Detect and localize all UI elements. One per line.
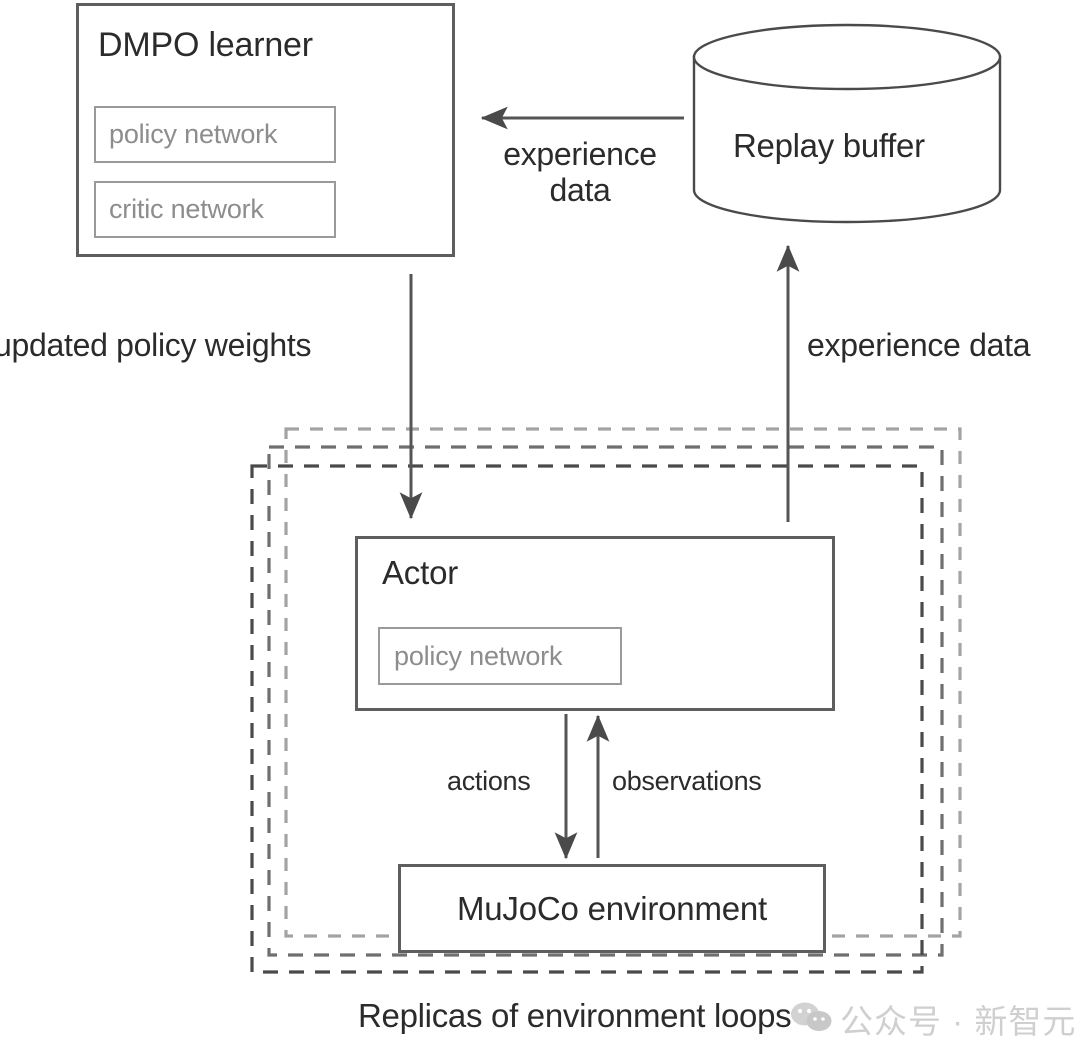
edge-label-experience-data-left: experience data (482, 136, 678, 209)
learner-policy-network-box[interactable]: policy network (94, 106, 336, 163)
learner-policy-network-label: policy network (109, 119, 278, 149)
watermark-text: 公众号 · 新智元 (840, 1003, 1077, 1040)
mujoco-environment-title: MuJoCo environment (456, 889, 768, 927)
dmpo-learner-box[interactable]: DMPO learner policy network critic netwo… (76, 3, 455, 257)
diagram-caption: Replicas of environment loops (358, 997, 792, 1034)
edge-label-line1: experience (503, 136, 657, 172)
edge-label-actions: actions (447, 766, 531, 796)
learner-critic-network-label: critic network (109, 194, 264, 224)
edge-label-updated-policy-weights: updated policy weights (0, 327, 312, 363)
wechat-icon (791, 1002, 832, 1031)
mujoco-environment-box[interactable]: MuJoCo environment (398, 864, 826, 953)
edge-label-experience-data-right: experience data (807, 327, 1031, 363)
replay-buffer-label: Replay buffer (733, 127, 925, 164)
dmpo-learner-title: DMPO learner (98, 26, 313, 64)
learner-critic-network-box[interactable]: critic network (94, 181, 336, 238)
edge-label-observations: observations (612, 766, 762, 796)
replay-buffer-cylinder-icon (692, 23, 1002, 224)
watermark: 公众号 · 新智元 (790, 995, 1076, 1043)
actor-title: Actor (382, 554, 459, 591)
actor-policy-network-label: policy network (394, 640, 563, 671)
actor-policy-network-box[interactable]: policy network (378, 627, 622, 685)
actor-box[interactable]: Actor policy network (355, 536, 835, 711)
edge-label-line2: data (549, 171, 611, 208)
